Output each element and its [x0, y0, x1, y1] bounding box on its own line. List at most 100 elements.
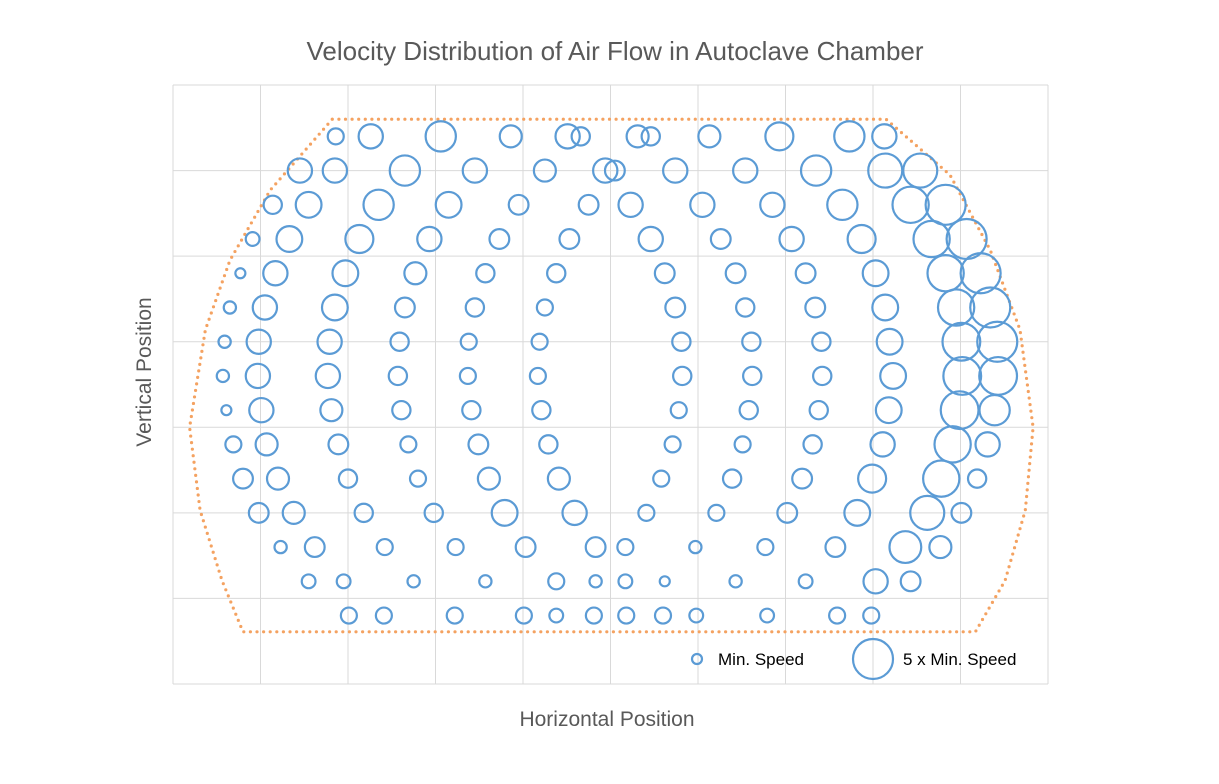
data-bubble [375, 537, 394, 557]
data-bubble [862, 568, 889, 595]
data-bubble [320, 293, 349, 322]
data-bubble [663, 435, 682, 454]
data-bubble [756, 537, 775, 557]
data-bubble [393, 296, 416, 319]
data-bubble [339, 606, 358, 625]
data-bubble [224, 435, 243, 454]
data-bubble [244, 362, 272, 390]
legend: Min. Speed 5 x Min. Speed [690, 637, 1016, 681]
data-bubble [776, 501, 799, 524]
data-bubble [669, 401, 688, 420]
data-bubble [303, 536, 326, 559]
data-bubble [446, 537, 465, 557]
data-bubble [658, 575, 671, 588]
data-bubble [928, 534, 953, 560]
data-bubble [476, 466, 501, 491]
data-bubble [222, 300, 238, 315]
data-bubble [220, 404, 233, 417]
data-bubble [922, 459, 961, 498]
data-bubble [732, 157, 759, 184]
data-bubble [899, 570, 922, 593]
data-bubble [577, 193, 600, 216]
data-bubble [625, 124, 650, 149]
data-bubble [316, 328, 343, 355]
data-bubble [423, 502, 444, 524]
data-bubble [399, 435, 418, 454]
data-bubble [828, 606, 847, 625]
data-bubble [959, 252, 1002, 295]
data-bubble [637, 225, 664, 253]
data-bubble [857, 463, 888, 494]
data-bubble [588, 574, 603, 589]
data-bubble [548, 607, 565, 624]
data-bubble [871, 293, 900, 322]
data-bubble [808, 399, 829, 421]
data-bubble [733, 435, 752, 454]
data-bubble [664, 296, 687, 319]
data-bubble [362, 188, 395, 222]
data-bubble [327, 433, 350, 456]
data-bubble [950, 501, 973, 524]
data-bubble [459, 332, 478, 351]
data-bubble [652, 469, 671, 488]
data-bubble [833, 120, 866, 153]
data-bubble [326, 127, 345, 146]
data-bubble [546, 263, 567, 284]
data-bubble [738, 399, 759, 421]
data-bubble [843, 498, 872, 527]
data-bubble [244, 231, 261, 248]
data-bubble [547, 572, 566, 591]
data-bubble [514, 606, 533, 625]
data-bubble [617, 191, 644, 219]
data-bubble [707, 503, 726, 522]
data-bubble [490, 498, 519, 527]
data-bubble [797, 573, 814, 590]
data-bubble [936, 288, 976, 327]
data-bubble [799, 154, 833, 187]
data-bubble [976, 320, 1019, 363]
data-bubble [869, 431, 896, 458]
data-bubble [697, 124, 722, 149]
data-bubble [584, 536, 607, 559]
data-bubble [926, 254, 965, 293]
data-bubble [640, 126, 661, 147]
data-bubble [891, 185, 930, 225]
data-bubble [969, 286, 1012, 329]
data-bubble [461, 157, 489, 184]
data-bubble [759, 191, 786, 219]
data-bubble [689, 191, 716, 219]
data-bubble [672, 365, 693, 387]
bubble-series [215, 120, 1019, 625]
data-bubble [424, 120, 457, 153]
data-bubble [617, 573, 634, 590]
data-bubble [464, 297, 486, 318]
data-bubble [273, 539, 288, 555]
data-bubble [254, 432, 279, 457]
data-bubble [912, 219, 951, 259]
data-bubble [974, 431, 1001, 458]
data-bubble [812, 365, 833, 387]
data-bubble [458, 366, 477, 386]
legend-5x-min-speed-label: 5 x Min. Speed [903, 650, 1016, 669]
data-bubble [467, 433, 490, 456]
data-bubble [742, 365, 763, 387]
data-bubble [592, 157, 619, 184]
data-bubble [874, 396, 903, 425]
data-bubble [344, 223, 375, 255]
data-bubble [741, 331, 762, 352]
data-bubble [416, 225, 443, 253]
data-bubble [531, 399, 552, 421]
grid [172, 84, 1049, 685]
legend-min-speed-label: Min. Speed [718, 650, 804, 669]
data-bubble [871, 123, 898, 150]
data-bubble [314, 362, 342, 390]
legend-5x-min-speed-marker [851, 637, 895, 681]
data-bubble [909, 494, 946, 531]
data-bubble [924, 183, 967, 226]
data-bubble [262, 194, 283, 216]
data-bubble [662, 157, 689, 184]
data-bubble [498, 124, 523, 149]
y-axis-title: Vertical Position [133, 297, 156, 446]
data-bubble [331, 259, 360, 288]
